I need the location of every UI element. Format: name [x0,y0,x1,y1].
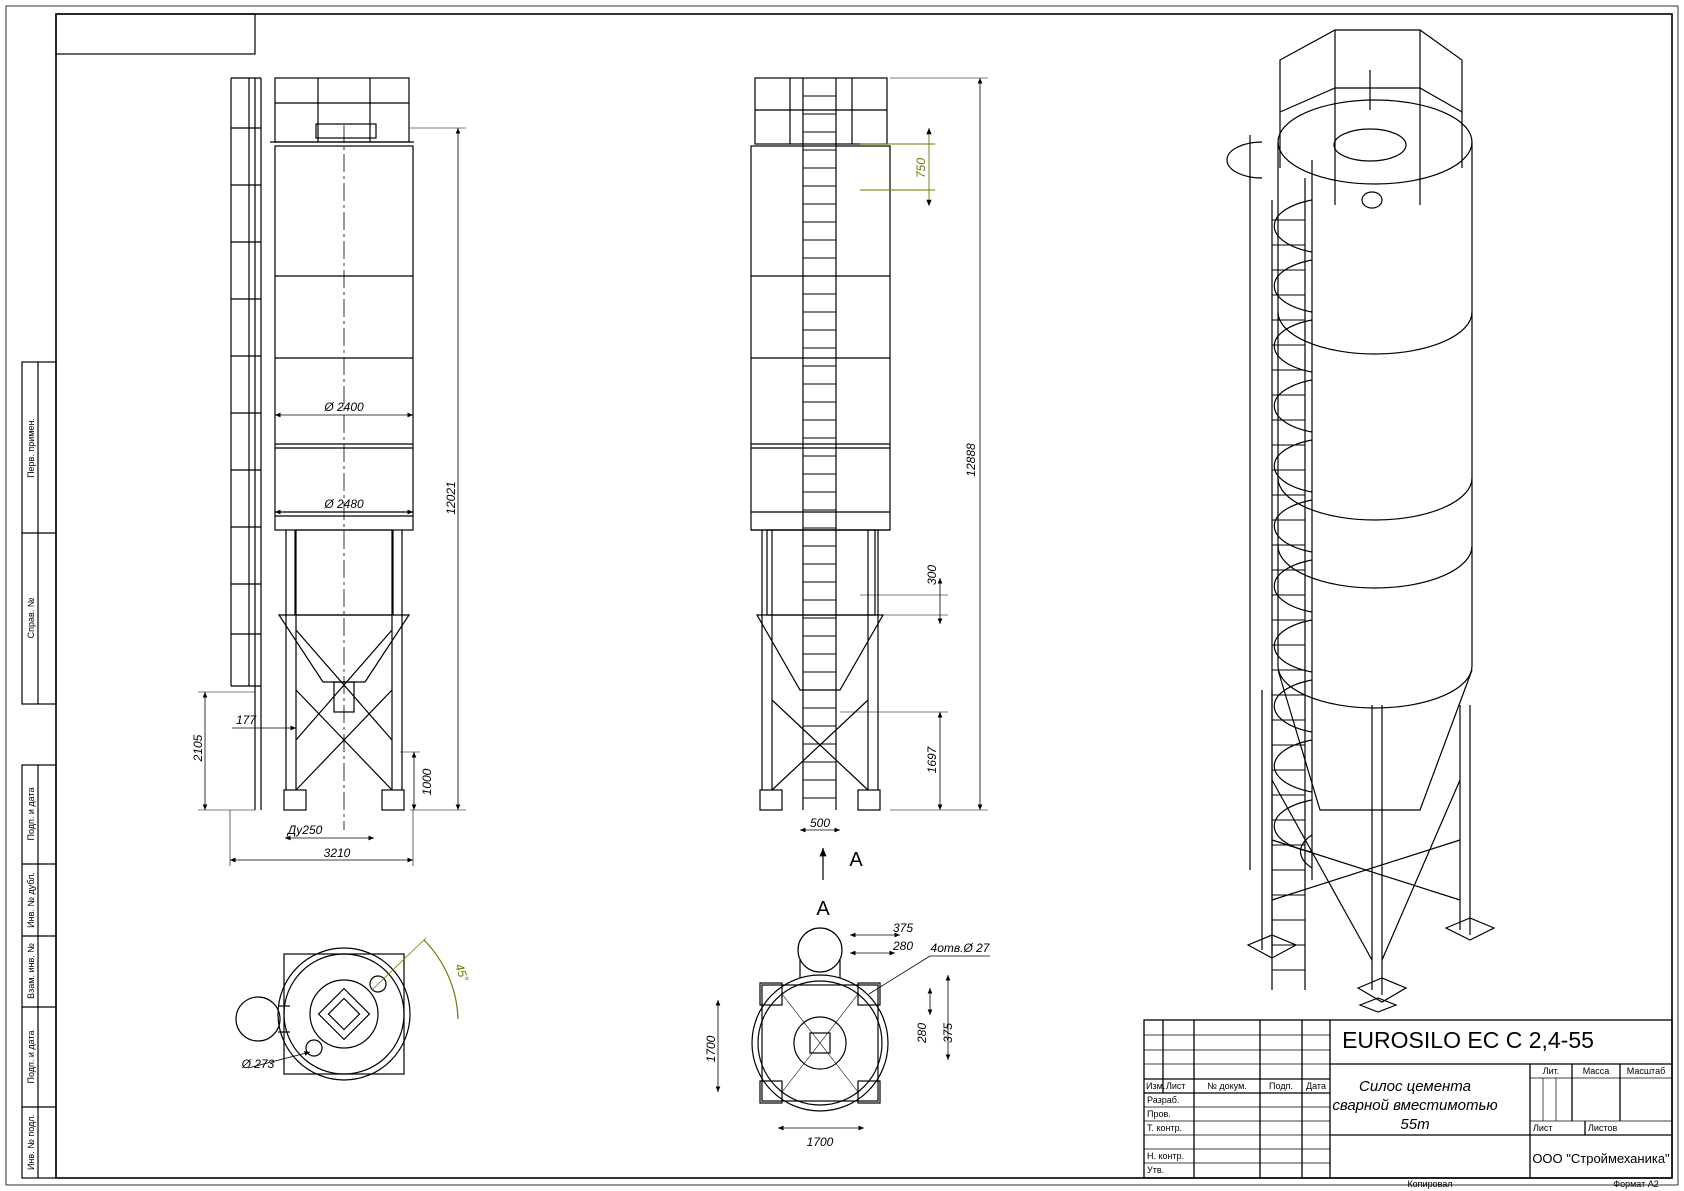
side-ladder [802,78,837,810]
dim-280-a: 280 [892,939,913,953]
mass-label: Масса [1583,1066,1610,1076]
row-tkontr: Т. контр. [1147,1123,1182,1133]
dim-300: 300 [925,565,939,585]
top-base-frame [283,953,405,1075]
stamp-sign-date-2: Подп. и дата [26,1030,36,1083]
iso-manhole [1333,128,1407,162]
dim-1700-horizontal: 1700 [807,1135,834,1149]
side-cone [755,614,885,691]
dim-height-12888: 12888 [964,443,978,477]
dim-dia-273: Ø 273 [241,1057,275,1071]
dim-375-a: 375 [893,921,913,935]
product-code: EUROSILO EC C 2,4-55 [1342,1027,1594,1053]
iso-top-railing [1279,29,1463,205]
col-date: Дата [1306,1081,1326,1091]
top-angle-arc [423,939,459,1020]
iso-ladder [1271,178,1306,990]
title-block [1143,1019,1673,1179]
top-silo-circle [277,947,411,1081]
lit-label: Лит. [1543,1066,1560,1076]
top-view [235,937,459,1081]
side-stamp [21,361,57,1179]
stamp-orig-inv: Инв. № подл. [26,1114,36,1170]
col-sign: Подп. [1269,1081,1293,1091]
stamp-sign-date-1: Подп. и дата [26,787,36,840]
isometric-view [1226,29,1496,1013]
stamp-ref-no: Справ. № [26,597,36,638]
format-label: Формат А2 [1613,1179,1658,1189]
col-doc: № докум. [1207,1081,1247,1091]
sheet-frame [5,5,1679,1186]
top-filter-circle [235,996,281,1042]
dim-1700-vertical: 1700 [704,1035,718,1062]
stamp-replace-inv: Взам. инв. № [26,943,36,999]
dim-height-1000: 1000 [420,768,434,795]
view-arrow-label: А [849,849,863,871]
iso-ladder-rungs [1272,219,1305,971]
side-top-railing [754,77,888,145]
dim-1697: 1697 [925,745,939,773]
dim-500: 500 [810,816,830,830]
dim-holes: 4отв.Ø 27 [931,941,991,955]
dim-width-177: 177 [236,713,257,727]
scale-label: Масштаб [1627,1066,1666,1076]
iso-cone [1277,669,1473,811]
iso-legs [1246,690,1496,1013]
company-name: ООО "Строймеханика" [1532,1151,1670,1166]
stamp-dup-inv: Инв. № дубл. [26,872,36,928]
side-legs [759,530,881,811]
dim-width-3210: 3210 [324,846,351,860]
dim-height-12021: 12021 [444,481,458,514]
product-name-line2: сварной вместимотью [1332,1097,1497,1114]
front-ladder-cage [230,77,262,810]
dim-375-b: 375 [941,1023,955,1043]
dim-750: 750 [914,158,928,178]
dim-angle-45: 45° [452,962,471,984]
front-top-railing [270,77,414,143]
dim-280-b: 280 [915,1023,929,1044]
copied-label: Копировал [1407,1179,1452,1189]
col-list: Лист [1166,1081,1186,1091]
row-nkontr: Н. контр. [1147,1151,1184,1161]
side-ladder-rungs [803,95,836,799]
sheets-label: Листов [1588,1123,1617,1133]
front-cone [277,614,411,683]
dim-dia-2400: Ø 2400 [323,400,364,414]
dim-du250: Ду250 [286,823,323,837]
view-a-filter-circle [797,927,843,973]
product-name-line3: 55m [1400,1116,1429,1133]
col-izm: Изм. [1146,1081,1165,1091]
dim-dia-2480: Ø 2480 [323,497,364,511]
stamp-first-use: Перв. примен. [26,418,36,478]
side-dim-750-leader [860,128,935,206]
view-a-title: А [816,898,830,920]
view-a [715,927,990,1131]
top-manhole-circle [309,979,379,1049]
view-a-silo-circle [751,974,889,1112]
iso-silo-body [1277,99,1473,709]
iso-ladder-cage [1226,135,1313,880]
row-prov: Пров. [1147,1109,1171,1119]
dim-height-2105: 2105 [191,734,205,762]
row-razrab: Разраб. [1147,1095,1179,1105]
product-name-line1: Силос цемента [1359,1078,1471,1095]
side-view [750,77,988,880]
front-view [198,77,466,866]
sheet-label: Лист [1533,1123,1553,1133]
row-utv: Утв. [1147,1165,1164,1175]
